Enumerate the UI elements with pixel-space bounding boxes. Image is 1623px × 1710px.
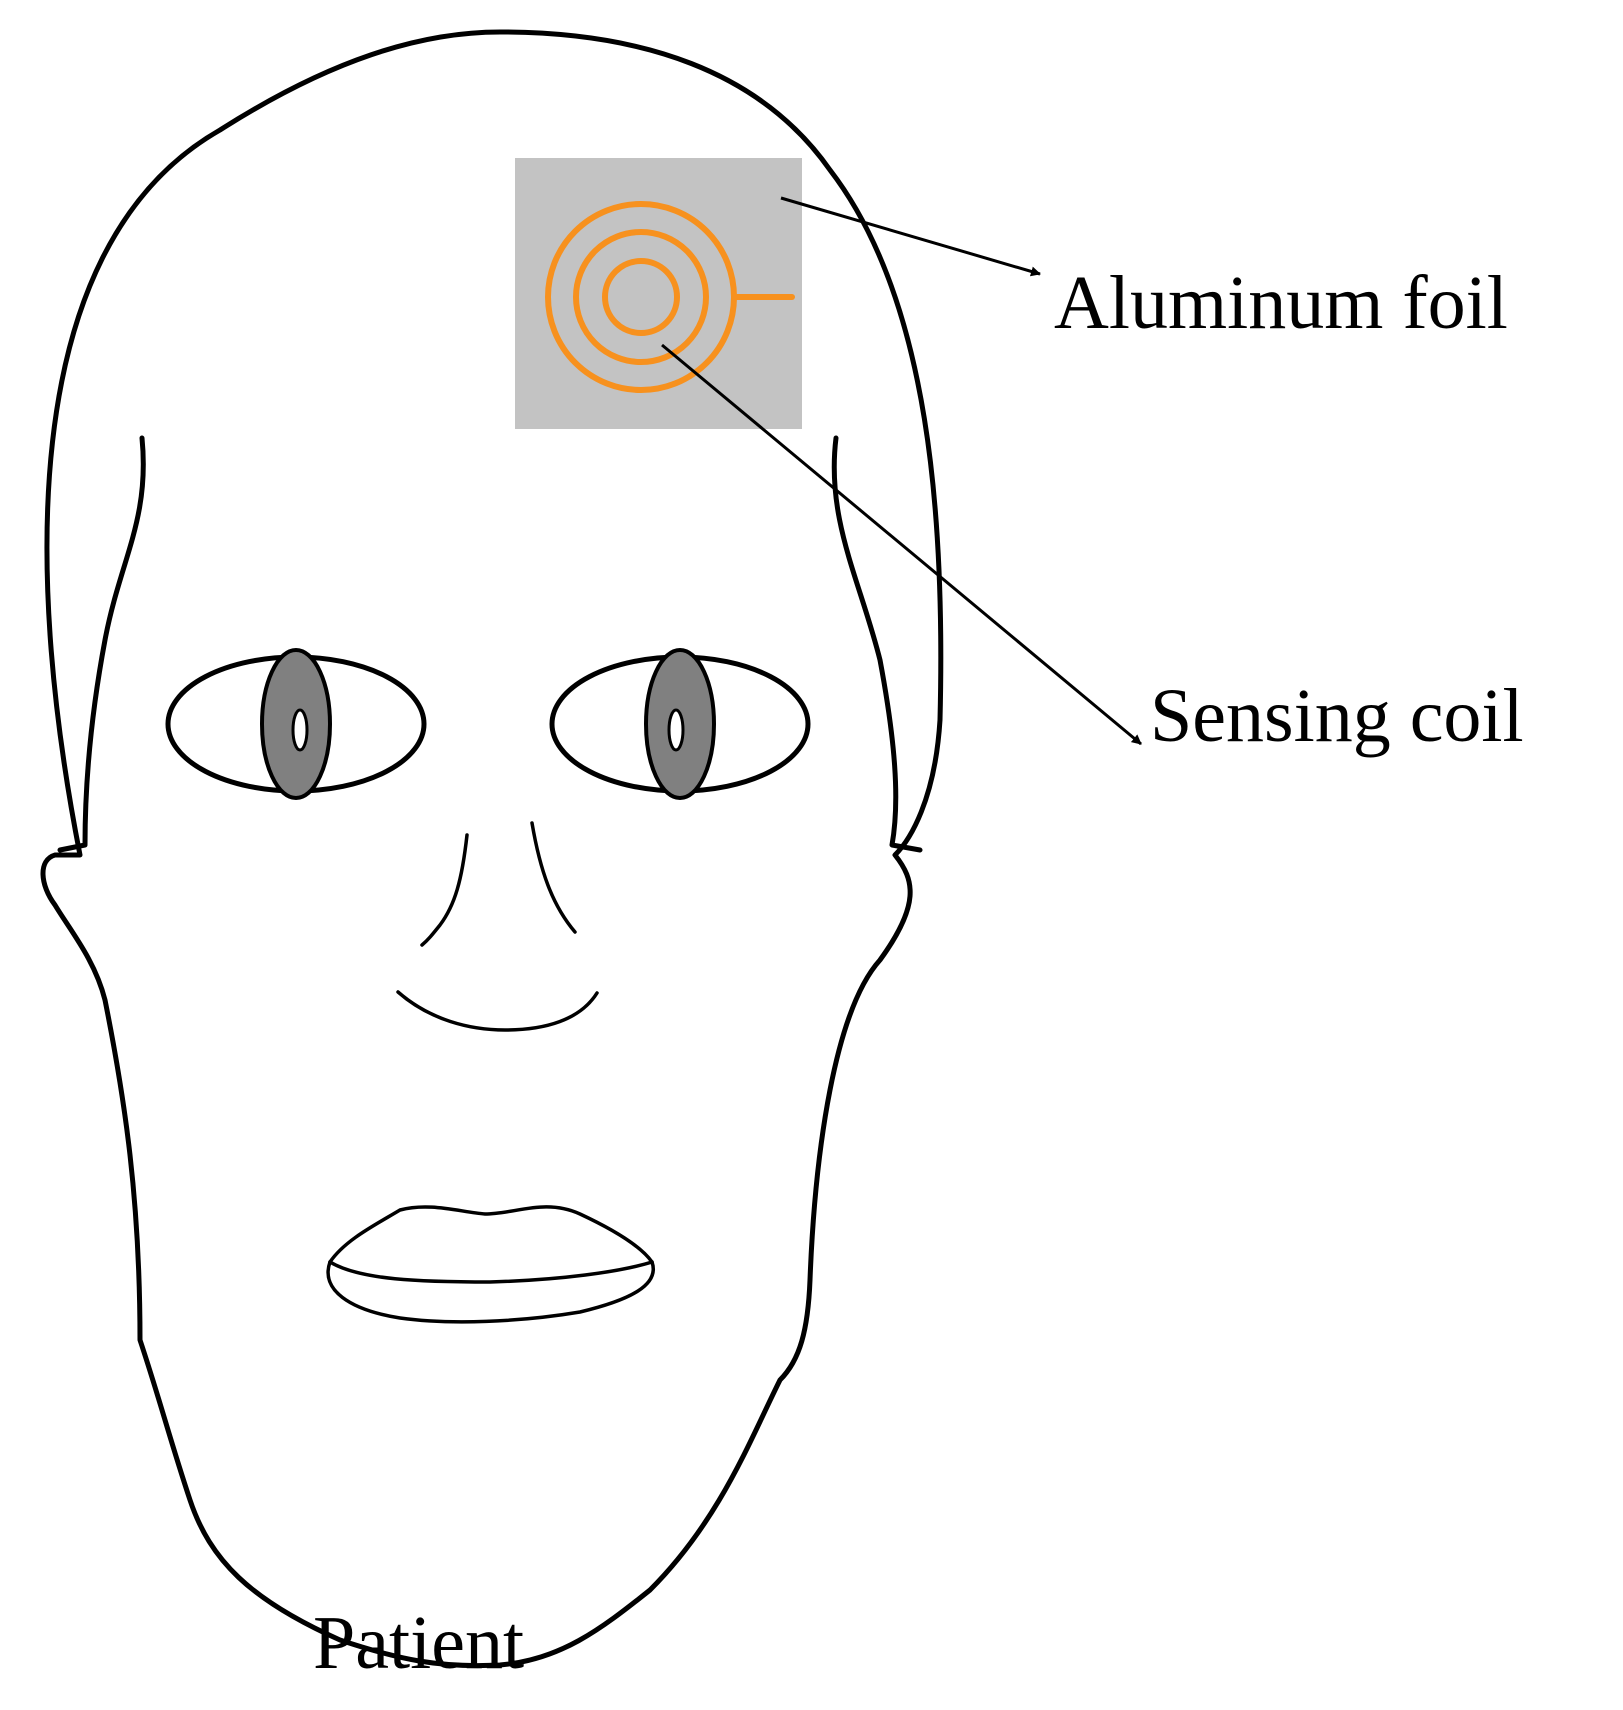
- left-pupil: [291, 708, 309, 752]
- sensing-coil-label: Sensing coil: [1150, 674, 1524, 758]
- left-ear: [57, 435, 146, 853]
- sensing-coil: [545, 201, 795, 393]
- right-eye: [549, 648, 811, 800]
- aluminum-foil-label: Aluminum foil: [1054, 261, 1508, 345]
- head-outline: [40, 29, 944, 1669]
- right-pupil: [667, 708, 685, 752]
- right-ear: [831, 435, 923, 853]
- cheek-line: [396, 990, 599, 1032]
- aluminum-foil-arrow: [780, 196, 1041, 277]
- sensing-coil-arrow: [661, 343, 1142, 746]
- nose: [420, 821, 577, 947]
- patient-label: Patient: [313, 1601, 524, 1685]
- left-eye: [165, 648, 427, 800]
- mouth: [326, 1205, 655, 1324]
